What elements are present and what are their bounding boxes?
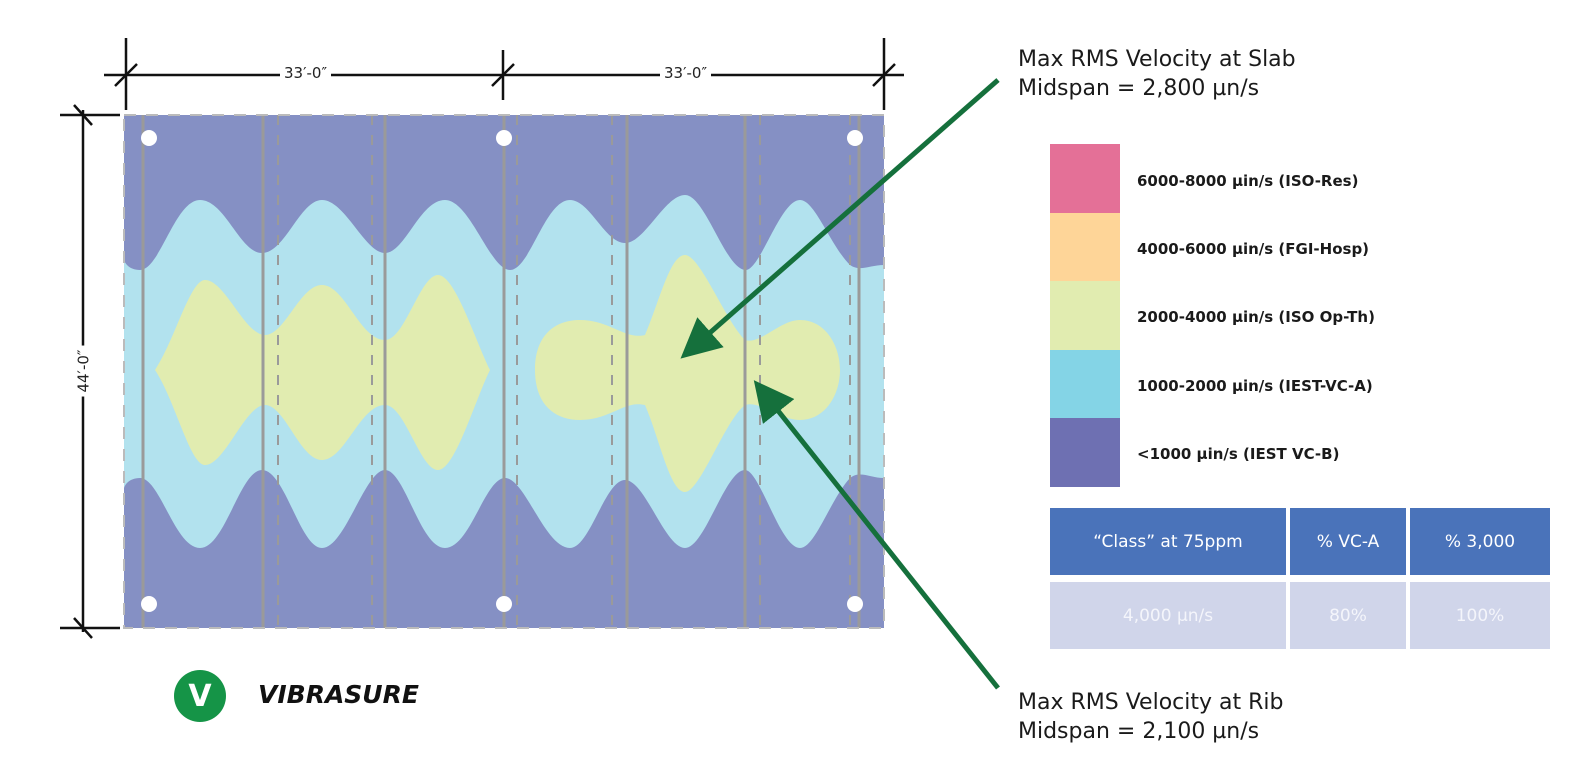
table-value-vc-a: 80%: [1290, 582, 1406, 649]
vibrasure-logo-icon: V: [174, 670, 226, 722]
rib-callout: Max RMS Velocity at Rib Midspan = 2,100 …: [1018, 688, 1283, 746]
table-value-3000: 100%: [1410, 582, 1550, 649]
brand-name: VIBRASURE: [258, 680, 419, 709]
slab-callout-line1: Max RMS Velocity at Slab: [1018, 47, 1296, 72]
legend-swatch-iso-res: [1050, 144, 1120, 213]
callout-arrows: [680, 78, 1000, 690]
slab-callout-line2: Midspan = 2,800 µn/s: [1018, 76, 1260, 101]
legend-label: 4000-6000 µin/s (FGI-Hosp): [1137, 240, 1370, 258]
dimension-span-right: 33′-0″: [660, 64, 712, 82]
legend-label: 2000-4000 µin/s (ISO Op-Th): [1137, 308, 1375, 326]
column-markers: [141, 130, 863, 612]
beam-dashed-lines: [277, 115, 851, 628]
slab-callout: Max RMS Velocity at Slab Midspan = 2,800…: [1018, 45, 1296, 103]
table-header-class: “Class” at 75ppm: [1050, 508, 1286, 575]
legend-swatch-fgi-hosp: [1050, 213, 1120, 282]
legend-label: 6000-8000 µin/s (ISO-Res): [1137, 172, 1359, 190]
dimension-span-left: 33′-0″: [280, 64, 332, 82]
dimension-height: 44′-0″: [74, 345, 93, 397]
rib-callout-line2: Midspan = 2,100 µn/s: [1018, 719, 1260, 744]
rib-callout-line1: Max RMS Velocity at Rib: [1018, 690, 1284, 715]
legend-swatch-iest-vc-a: [1050, 350, 1120, 419]
legend-label: <1000 µin/s (IEST VC-B): [1137, 445, 1340, 463]
contour-high-zone-left: [155, 275, 490, 470]
table-header-3000: % 3,000: [1410, 508, 1550, 575]
legend-label: 1000-2000 µin/s (IEST-VC-A): [1137, 377, 1373, 395]
plan-outline: [123, 114, 885, 629]
legend-swatch-iest-vc-b: [1050, 418, 1120, 487]
contour-high-zone-right: [535, 255, 840, 492]
table-header-vc-a: % VC-A: [1290, 508, 1406, 575]
legend-swatch-iso-op-th: [1050, 281, 1120, 350]
table-value-class: 4,000 µn/s: [1050, 582, 1286, 649]
